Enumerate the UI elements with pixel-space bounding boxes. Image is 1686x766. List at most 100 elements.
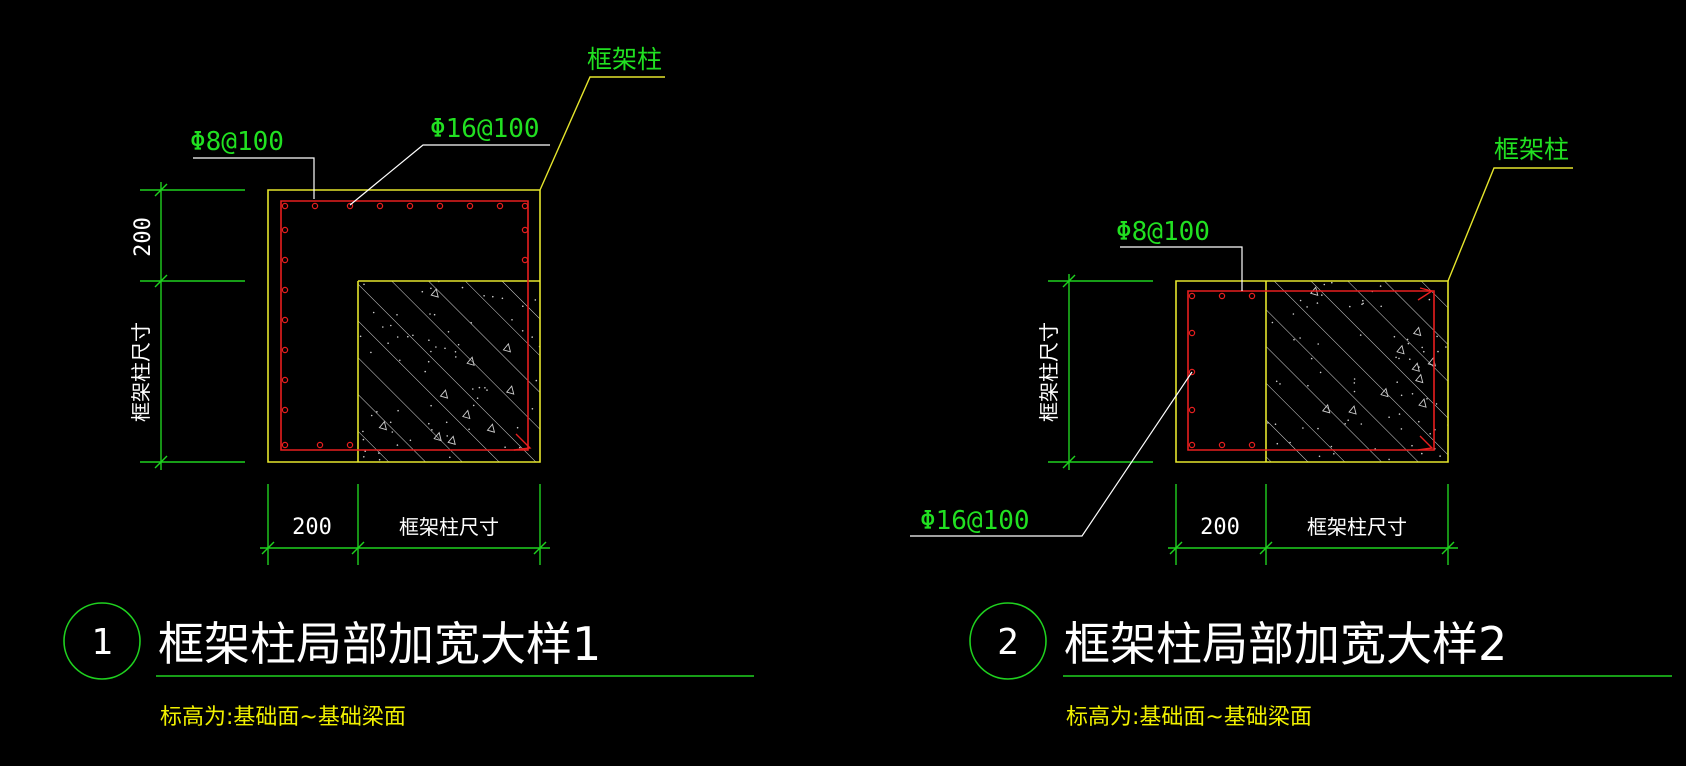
hatch-speckle — [1362, 299, 1364, 302]
hatch-speckle — [390, 324, 392, 327]
hatch-speckle — [1353, 382, 1356, 384]
hatch-speckle — [1271, 321, 1274, 324]
rebar-dot — [1218, 292, 1226, 300]
hatch-speckle — [1407, 342, 1410, 345]
hatch-speckle — [389, 421, 392, 424]
rebar-dot — [1188, 368, 1196, 376]
hatch-speckle — [1421, 346, 1423, 349]
column-label-2: 框架柱 — [1494, 135, 1569, 164]
hatch-speckle — [1330, 445, 1333, 448]
bar-leader-2 — [910, 371, 1193, 537]
hatch-speckle — [461, 286, 464, 289]
hatch-speckle — [1421, 452, 1423, 455]
hatch-speckle — [412, 334, 414, 337]
hatch-speckle — [1359, 334, 1362, 336]
dimension-lines-2 — [1048, 274, 1458, 565]
hatch-speckle — [1267, 422, 1269, 424]
hatch-aggregate — [439, 389, 449, 399]
rebar-dot — [281, 441, 289, 449]
hatch-speckle — [1360, 423, 1363, 425]
hatch-speckle — [521, 330, 524, 332]
hatch-aggregate — [1414, 373, 1424, 384]
hatch-speckle — [449, 456, 451, 459]
detail-2: 框架柱 Φ8@100 Φ16@100 框架柱尺寸 200 框架柱尺寸 2 框架柱… — [910, 135, 1672, 730]
hatch-speckle — [444, 347, 446, 350]
stirrup-label-1: Φ8@100 — [190, 127, 284, 157]
hatch-speckle — [1306, 306, 1308, 308]
hatch-aggregate — [462, 409, 471, 420]
hatch-aggregate — [433, 431, 442, 442]
hatch-speckle — [363, 283, 365, 286]
hatch-speckle — [372, 311, 375, 314]
hatch-speckle — [519, 446, 521, 449]
elevation-note-1: 标高为:基础面~基础梁面 — [160, 705, 406, 730]
rebar-dot — [406, 202, 414, 210]
existing-column-hatch-2 — [1266, 281, 1448, 462]
hatch-speckle — [1307, 384, 1309, 387]
hatch-speckle — [1299, 337, 1301, 339]
column-outline-1 — [267, 189, 541, 463]
hatch-speckle — [1353, 378, 1356, 380]
hatch-speckle — [1398, 357, 1400, 360]
detail-number-1: 1 — [91, 622, 113, 663]
hatch-speckle — [1274, 423, 1277, 426]
elevation-note-2: 标高为:基础面~基础梁面 — [1066, 705, 1312, 730]
hatch-speckle — [1388, 458, 1390, 461]
hatch-speckle — [1439, 455, 1441, 457]
hatch-speckle — [1411, 393, 1414, 395]
rebar-dot — [436, 202, 444, 210]
hatch-speckle — [370, 351, 372, 354]
stirrup-leader-2 — [1120, 246, 1243, 291]
hatch-speckle — [1411, 444, 1413, 447]
hatch-speckle — [522, 305, 524, 308]
hatch-speckle — [1317, 427, 1319, 430]
hatch-speckle — [1276, 442, 1279, 445]
rebar-dot — [1188, 329, 1196, 337]
hatch-aggregate — [502, 342, 512, 353]
rebar-dot — [281, 376, 289, 384]
hatch-speckle — [516, 426, 519, 429]
rebar-dot — [496, 202, 504, 210]
hatch-speckle — [1436, 335, 1438, 338]
detail-number-circle-1 — [63, 602, 141, 680]
hatch-speckle — [531, 336, 533, 338]
rebar-dot — [1188, 406, 1196, 414]
hatch-speckle — [1319, 371, 1322, 374]
bar-label-2: Φ16@100 — [920, 506, 1030, 536]
hatch-speckle — [378, 452, 380, 454]
dim-bottom-small-1: 200 — [292, 515, 332, 540]
rebar-dots-1 — [281, 202, 529, 449]
hatch-speckle — [429, 313, 431, 315]
rebar-dot — [281, 406, 289, 414]
hatch-speckle — [486, 389, 488, 391]
hatch-speckle — [457, 343, 460, 346]
hatch-speckle — [428, 422, 430, 425]
rebar-dots-2 — [1188, 292, 1256, 449]
hatch-speckle — [492, 295, 494, 298]
detail-number-circle-2 — [969, 602, 1047, 680]
stirrup-label-2: Φ8@100 — [1116, 217, 1210, 247]
hatch-aggregate — [378, 420, 388, 431]
hatch-speckle — [1435, 403, 1438, 405]
detail-title-1: 框架柱局部加宽大样1 — [158, 617, 601, 671]
hatch-speckle — [407, 335, 409, 338]
hatch-speckle — [1398, 413, 1401, 415]
dim-left-label-1: 框架柱尺寸 — [129, 322, 153, 422]
hatch-speckle — [1428, 298, 1431, 301]
hatch-speckle — [1289, 441, 1291, 444]
hatch-speckle — [387, 342, 389, 345]
hatch-speckle — [1445, 346, 1447, 348]
hatch-speckle — [1400, 428, 1403, 430]
hatch-speckle — [359, 335, 362, 338]
hatch-speckle — [1349, 305, 1351, 308]
dimension-lines-1 — [140, 182, 550, 565]
hatch-speckle — [1396, 381, 1398, 384]
hatch-speckle — [430, 350, 432, 353]
hatch-speckle — [476, 397, 479, 400]
hatch-speckle — [1318, 455, 1321, 458]
hatch-aggregate — [1412, 326, 1422, 337]
hatch-speckle — [445, 421, 448, 424]
hatch-speckle — [1279, 383, 1281, 385]
hatch-aggregate — [1380, 387, 1389, 398]
hatch-speckle — [427, 360, 430, 363]
